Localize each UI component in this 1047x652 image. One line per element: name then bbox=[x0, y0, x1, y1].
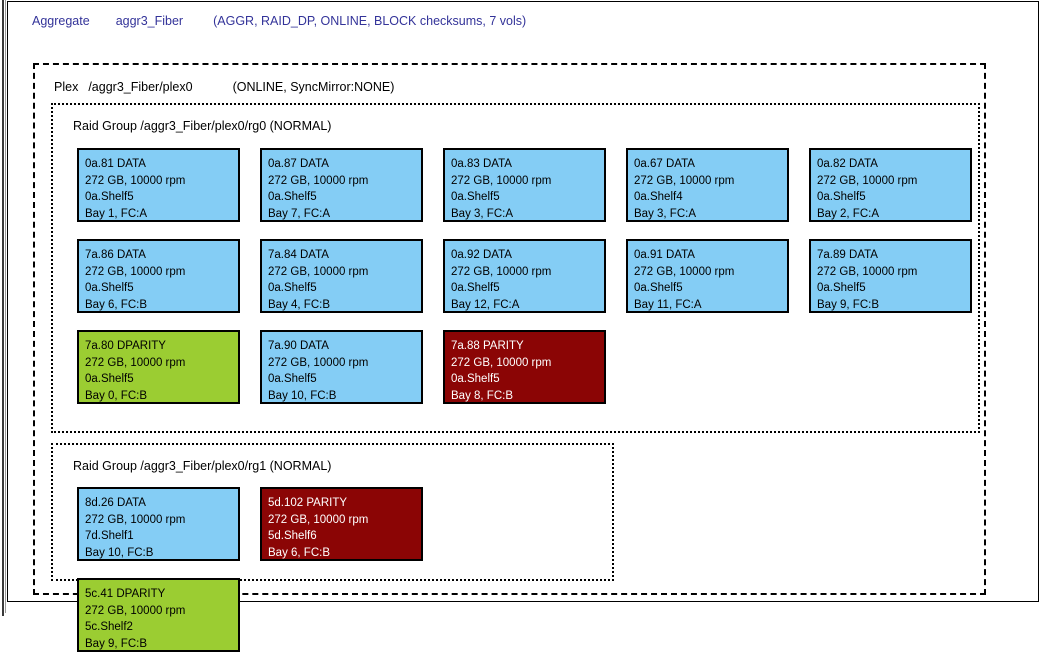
disk-bay: Bay 3, FC:A bbox=[634, 206, 787, 223]
disk-id-role: 0a.82 DATA bbox=[817, 156, 970, 173]
raid-group-rg0-label: Raid Group /aggr3_Fiber/plex0/rg0 (NORMA… bbox=[73, 119, 331, 133]
disk-bay: Bay 2, FC:A bbox=[817, 206, 970, 223]
disk-shelf: 0a.Shelf5 bbox=[268, 189, 421, 206]
disk-spec: 272 GB, 10000 rpm bbox=[634, 173, 787, 190]
disk-bay: Bay 12, FC:A bbox=[451, 297, 604, 314]
raid-group-rg0-container: Raid Group /aggr3_Fiber/plex0/rg0 (NORMA… bbox=[51, 103, 980, 433]
disk-shelf: 0a.Shelf5 bbox=[817, 280, 970, 297]
plex-attributes: (ONLINE, SyncMirror:NONE) bbox=[233, 80, 395, 94]
disk-spec: 272 GB, 10000 rpm bbox=[85, 355, 238, 372]
disk-spec: 272 GB, 10000 rpm bbox=[85, 264, 238, 281]
disk-shelf: 0a.Shelf5 bbox=[268, 371, 421, 388]
disk-bay: Bay 10, FC:B bbox=[85, 545, 238, 562]
disk-id-role: 0a.81 DATA bbox=[85, 156, 238, 173]
disk-id-role: 0a.67 DATA bbox=[634, 156, 787, 173]
disk-id-role: 5c.41 DPARITY bbox=[85, 586, 238, 603]
disk-spec: 272 GB, 10000 rpm bbox=[817, 173, 970, 190]
disk-spec: 272 GB, 10000 rpm bbox=[85, 173, 238, 190]
disk-id-role: 0a.87 DATA bbox=[268, 156, 421, 173]
disk-id-role: 5d.102 PARITY bbox=[268, 495, 421, 512]
raid-group-rg1-container: Raid Group /aggr3_Fiber/plex0/rg1 (NORMA… bbox=[51, 443, 614, 581]
disk-spec: 272 GB, 10000 rpm bbox=[268, 264, 421, 281]
disk-bay: Bay 0, FC:B bbox=[85, 388, 238, 405]
disk-id-role: 8d.26 DATA bbox=[85, 495, 238, 512]
raid-group-rg1-label: Raid Group /aggr3_Fiber/plex0/rg1 (NORMA… bbox=[73, 459, 331, 473]
disk-shelf: 0a.Shelf5 bbox=[85, 371, 238, 388]
disk-id-role: 7a.86 DATA bbox=[85, 247, 238, 264]
disk-bay: Bay 6, FC:B bbox=[268, 545, 421, 562]
disk-id-role: 0a.92 DATA bbox=[451, 247, 604, 264]
disk-shelf: 5d.Shelf6 bbox=[268, 528, 421, 545]
disk-bay: Bay 9, FC:B bbox=[85, 636, 238, 652]
disk-shelf: 0a.Shelf5 bbox=[451, 189, 604, 206]
disk-spec: 272 GB, 10000 rpm bbox=[451, 173, 604, 190]
disk-bay: Bay 7, FC:A bbox=[268, 206, 421, 223]
disk-spec: 272 GB, 10000 rpm bbox=[268, 173, 421, 190]
window-left-gutter bbox=[0, 0, 4, 616]
window-left-gutter-line bbox=[5, 0, 6, 613]
disk-shelf: 0a.Shelf5 bbox=[634, 280, 787, 297]
disk-shelf: 0a.Shelf5 bbox=[451, 371, 604, 388]
disk-shelf: 0a.Shelf5 bbox=[451, 280, 604, 297]
disk-spec: 272 GB, 10000 rpm bbox=[268, 512, 421, 529]
disk-id-role: 7a.89 DATA bbox=[817, 247, 970, 264]
disk-spec: 272 GB, 10000 rpm bbox=[634, 264, 787, 281]
disk-bay: Bay 10, FC:B bbox=[268, 388, 421, 405]
disk-bay: Bay 3, FC:A bbox=[451, 206, 604, 223]
disk-spec: 272 GB, 10000 rpm bbox=[451, 264, 604, 281]
disk-spec: 272 GB, 10000 rpm bbox=[268, 355, 421, 372]
disk-spec: 272 GB, 10000 rpm bbox=[817, 264, 970, 281]
disk-shelf: 0a.Shelf5 bbox=[268, 280, 421, 297]
disk-spec: 272 GB, 10000 rpm bbox=[85, 512, 238, 529]
aggregate-name[interactable]: aggr3_Fiber bbox=[116, 14, 183, 28]
disk-id-role: 0a.91 DATA bbox=[634, 247, 787, 264]
disk-spec: 272 GB, 10000 rpm bbox=[85, 603, 238, 620]
disk-bay: Bay 6, FC:B bbox=[85, 297, 238, 314]
disk-bay: Bay 9, FC:B bbox=[817, 297, 970, 314]
disk-id-role: 0a.83 DATA bbox=[451, 156, 604, 173]
plex-keyword: Plex bbox=[54, 80, 78, 94]
plex-label: Plex/aggr3_Fiber/plex0 (ONLINE, SyncMirro… bbox=[54, 80, 394, 94]
plex-path[interactable]: /aggr3_Fiber/plex0 bbox=[88, 80, 192, 94]
disk-shelf: 0a.Shelf5 bbox=[817, 189, 970, 206]
disk-bay: Bay 11, FC:A bbox=[634, 297, 787, 314]
disk-shelf: 0a.Shelf4 bbox=[634, 189, 787, 206]
disk-spec: 272 GB, 10000 rpm bbox=[451, 355, 604, 372]
disk-bay: Bay 4, FC:B bbox=[268, 297, 421, 314]
aggregate-keyword: Aggregate bbox=[32, 14, 90, 28]
disk-shelf: 0a.Shelf5 bbox=[85, 280, 238, 297]
disk-shelf: 7d.Shelf1 bbox=[85, 528, 238, 545]
disk-bay: Bay 1, FC:A bbox=[85, 206, 238, 223]
aggregate-header: Aggregate aggr3_Fiber (AGGR, RAID_DP, ONLI… bbox=[32, 14, 526, 28]
disk-id-role: 7a.88 PARITY bbox=[451, 338, 604, 355]
disk-shelf: 5c.Shelf2 bbox=[85, 619, 238, 636]
disk-id-role: 7a.84 DATA bbox=[268, 247, 421, 264]
aggregate-diagram-frame: Aggregate aggr3_Fiber (AGGR, RAID_DP, ONLI… bbox=[7, 1, 1039, 602]
disk-bay: Bay 8, FC:B bbox=[451, 388, 604, 405]
aggregate-attributes: (AGGR, RAID_DP, ONLINE, BLOCK checksums,… bbox=[213, 14, 526, 28]
plex-container: Plex/aggr3_Fiber/plex0 (ONLINE, SyncMirro… bbox=[33, 63, 986, 595]
disk-shelf: 0a.Shelf5 bbox=[85, 189, 238, 206]
disk-id-role: 7a.80 DPARITY bbox=[85, 338, 238, 355]
disk-id-role: 7a.90 DATA bbox=[268, 338, 421, 355]
